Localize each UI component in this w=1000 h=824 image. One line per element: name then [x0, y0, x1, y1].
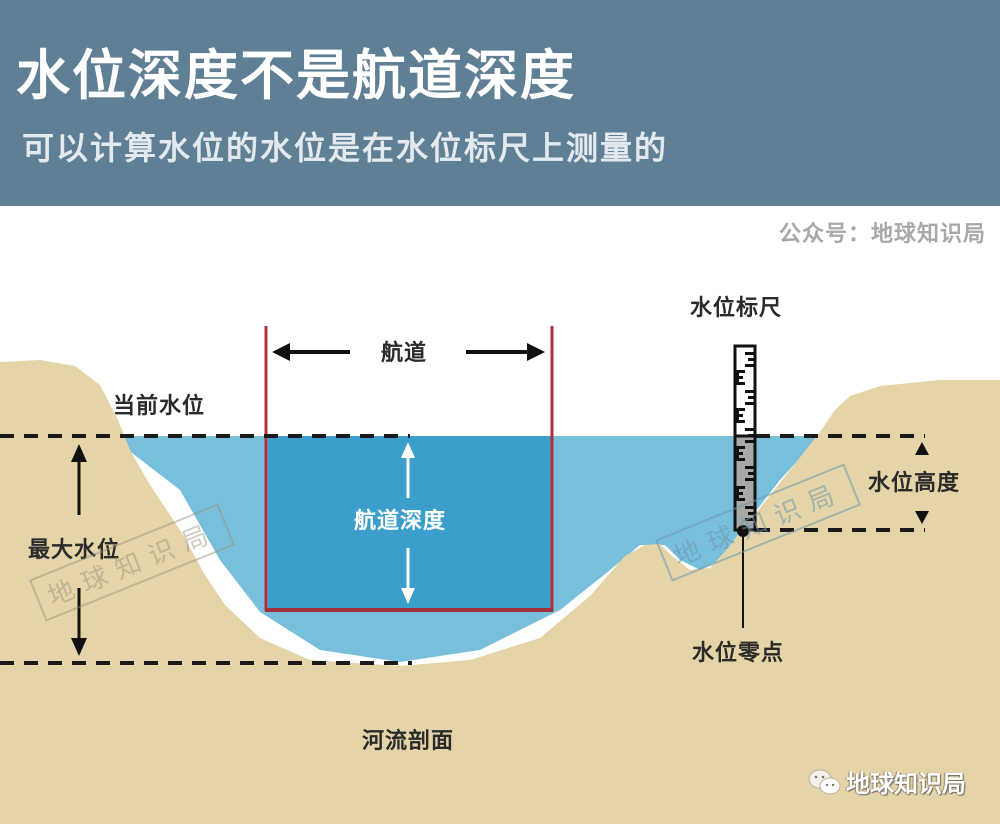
brand-signature: 地球知识局 — [808, 764, 966, 799]
header-banner: 水位深度不是航道深度 可以计算水位的水位是在水位标尺上测量的 — [0, 0, 1000, 206]
page-title: 水位深度不是航道深度 — [16, 44, 576, 107]
triangle-up-icon — [915, 442, 929, 455]
white-arrow-down-icon — [401, 588, 415, 604]
page-subtitle: 可以计算水位的水位是在水位标尺上测量的 — [22, 129, 669, 167]
water-gauge-staff — [733, 344, 757, 628]
label-channel-depth: 航道深度 — [354, 509, 447, 534]
arrow-up-icon — [71, 444, 87, 462]
label-gauge: 水位标尺 — [690, 296, 783, 321]
white-arrow-up-icon — [401, 442, 415, 458]
label-max-water-level: 最大水位 — [28, 538, 121, 563]
arrow-right-icon — [527, 343, 545, 361]
label-river-section: 河流剖面 — [362, 729, 455, 754]
triangle-down-icon — [915, 511, 929, 524]
label-gauge-zero: 水位零点 — [692, 641, 785, 666]
label-channel: 航道 — [381, 341, 428, 366]
arrow-down-icon — [71, 638, 87, 656]
wechat-icon — [808, 769, 841, 794]
label-water-level-height: 水位高度 — [868, 471, 961, 496]
land-terrain — [0, 360, 1000, 824]
credit-text: 公众号：地球知识局 — [778, 222, 986, 247]
arrow-left-icon — [272, 343, 290, 361]
label-current-water-level: 当前水位 — [113, 394, 206, 419]
river-cross-section-diagram — [0, 326, 1000, 824]
brand-name: 地球知识局 — [846, 770, 966, 798]
